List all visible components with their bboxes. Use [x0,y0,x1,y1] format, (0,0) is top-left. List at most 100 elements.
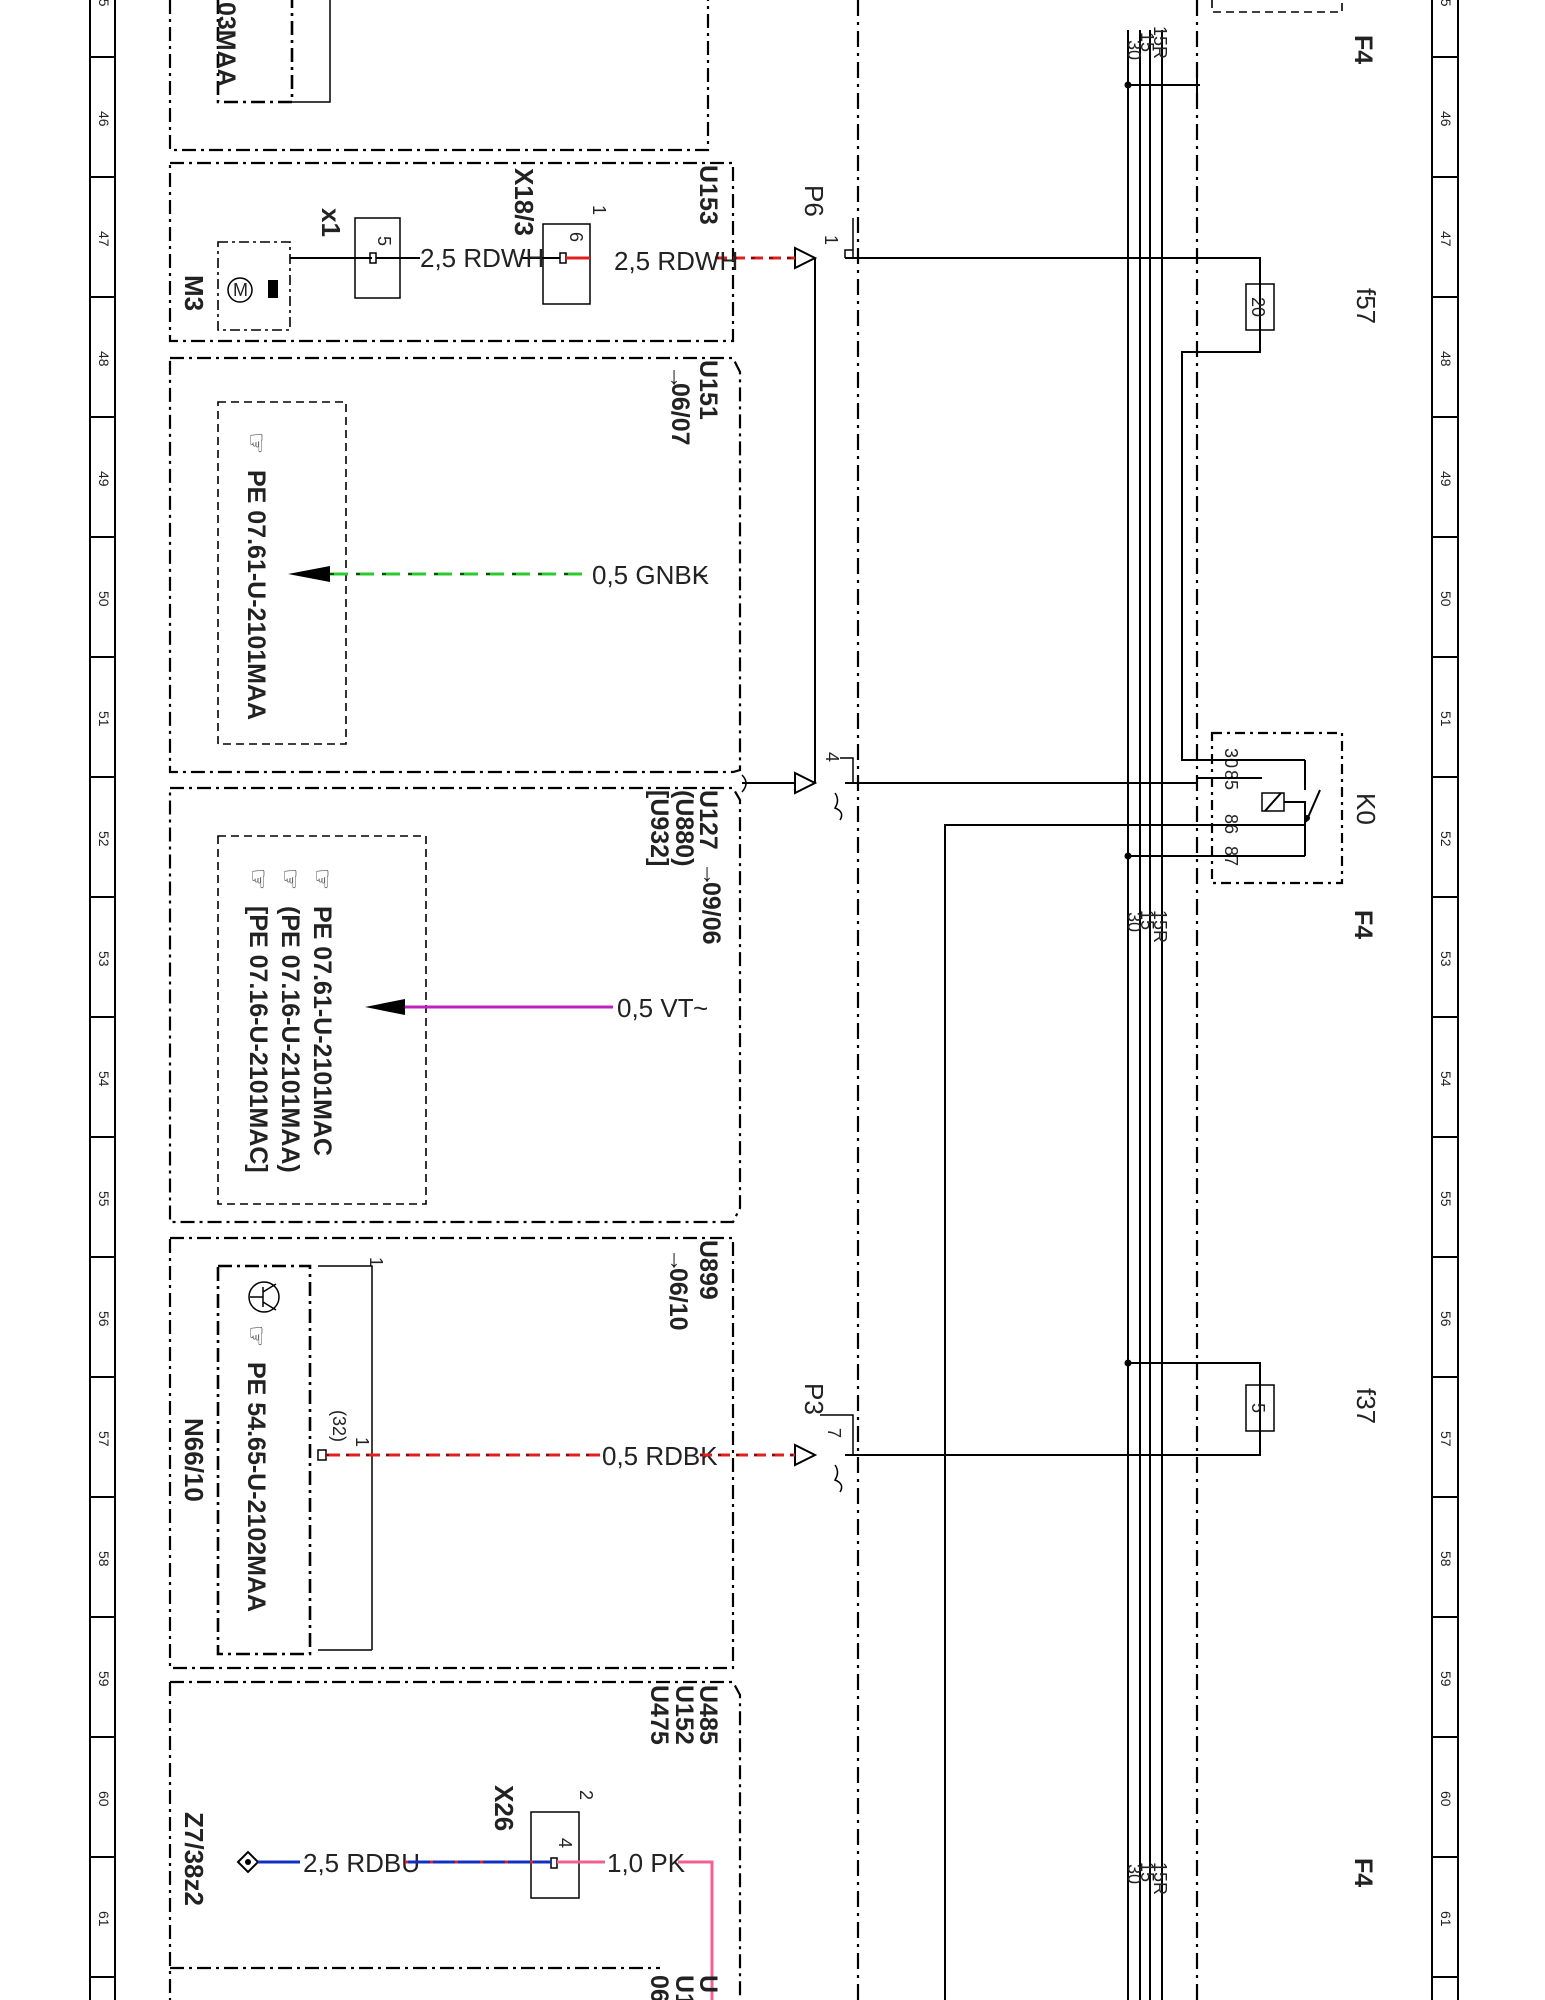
component-n66-pos: 1 [366,1257,386,1267]
module-u127-ref: 09/06 [697,882,725,945]
left-grid-strip [89,0,116,2000]
module-u899-ref: 06/10 [664,1268,692,1331]
connector-p3: P3 7 [794,1383,1197,1493]
connector-p6-label: P6 [799,185,829,217]
u127-section: U127 (U880) [U932] → 09/06 0,5 VT ~ ☞ PE… [217,790,725,1205]
grid-number: 56 [96,1311,112,1327]
connector-x18-label: X18/3 [509,168,539,236]
component-z7-label: Z7/38z2 [179,1812,209,1906]
module-u127-box [168,786,742,1224]
connector-x18-pin: 6 [566,232,586,242]
grid-number: 50 [1438,591,1454,607]
grid-number: 61 [1438,1911,1454,1927]
module-u127-alt2: [U932] [645,790,673,866]
fuse-f57-label: f57 [1351,288,1381,324]
grid-number: 58 [1438,1551,1454,1567]
wire-w4-label: 0,5 VT [617,993,694,1023]
u151-section: U151 06/07 → 0,5 GNBK ~ ☞ PE 07.61-U-210… [217,360,722,745]
bus-label-15: 15 [1137,910,1157,930]
bus-label-15r: 15R [1150,1862,1170,1895]
grid-number: 52 [96,831,112,847]
connector-x26-pos: 2 [576,1790,596,1800]
bus-label-15: 15 [1137,1862,1157,1882]
hand-pointer-icon: ☞ [308,868,336,890]
connector-p6: P6 1 4 [741,185,1197,821]
bus-label-15: 15 [1137,32,1157,52]
connector-p6-pin2: 4 [822,752,842,762]
hand-pointer-icon: ☞ [242,432,270,454]
grid-number: 56 [1438,1311,1454,1327]
open-end-icon: ~ [693,560,708,590]
fuse-f37-label: f37 [1351,1388,1381,1424]
grid-number: 46 [1438,111,1454,127]
wire-w3-label: 0,5 GNBK [592,560,710,590]
connector-x1-pin: 5 [374,236,394,246]
module-u153-box [168,161,735,343]
arrow-ref-icon: → [664,1248,692,1273]
bus-labels-bottom: 30 15 15R [1124,1862,1170,1895]
connector-p3-label: P3 [799,1383,829,1415]
module-u485-alt2: U475 [645,1685,673,1745]
ref-u151-line0: PE 07.61-U-2101MAA [242,470,270,720]
module-u485-alt1: U152 [670,1685,698,1745]
module-u127-alt1: (U880) [670,790,698,866]
grid-number: 61 [96,1911,112,1927]
bus-label-30: 30 [1124,912,1144,932]
grid-ticks: 4545464647474848494950505151525253535454… [90,0,1458,1978]
grid-number: 53 [1438,951,1454,967]
bus-label-30: 30 [1124,40,1144,60]
fuse-block-label: F4 [1349,35,1377,64]
bus-label-30: 30 [1124,1864,1144,1884]
wire-w2-label: 2,5 RDWH [614,246,738,276]
upper-right-box [1211,0,1343,13]
grid-number: 54 [1438,1071,1454,1087]
module-u151-ref: 06/07 [666,383,694,446]
connector-x26-label: X26 [489,1785,519,1831]
component-m3: M3 [179,275,209,311]
grid-number: 50 [96,591,112,607]
grid-number: 55 [1438,1191,1454,1207]
grid-number: 57 [96,1431,112,1447]
hand-pointer-icon: ☞ [242,1325,270,1347]
bottom-partial-label3: 06 [645,1975,673,2000]
module-u151-label: U151 [694,360,722,420]
u153-circuit: M M3 5 x1 6 1 X18/3 2,5 RDWH 2,5 RDWH U1… [179,165,795,331]
grid-number: 59 [1438,1671,1454,1687]
motor-icon: M [233,280,248,300]
module-u485-label: U485 [694,1685,722,1745]
grid-number: 59 [96,1671,112,1687]
wire-w5-label: 0,5 RDBK [602,1441,718,1471]
relay-pin-85: 85 [1221,770,1241,790]
grid-number: 45 [1438,0,1454,7]
grid-number: 48 [1438,351,1454,367]
bottom-partial-label2: U1 [670,1975,698,2000]
relay-86-wire [944,824,1197,2000]
grid-number: 49 [1438,471,1454,487]
fuse-f37-rating: 5 [1248,1403,1268,1413]
grid-number: 49 [96,471,112,487]
bottom-partial-module: U U1 06 [645,1975,722,2000]
fuse-f37: 5 f37 [1124,1359,1381,1456]
power-bus [1127,30,1163,2000]
grid-number: 58 [96,1551,112,1567]
right-grid-strip [1431,0,1459,2000]
bus-label-15r: 15R [1150,26,1170,59]
component-n66-label: N66/10 [179,1418,209,1502]
module-u899-label: U899 [694,1240,722,1300]
relay-pin-30: 30 [1221,748,1241,768]
connector-x1-label: x1 [316,208,346,237]
arrow-ref-icon: → [697,862,725,887]
grid-number: 60 [96,1791,112,1807]
module-u899-box [168,1236,735,1670]
bottom-partial-label1: U [694,1975,722,1993]
grid-number: 51 [1438,711,1454,727]
grid-number: 51 [96,711,112,727]
connector-x18-pos: 1 [589,205,609,215]
ref-u127-line2: [PE 07.16-U-2101MAC] [244,906,272,1173]
bus-labels-top: 30 15 15R [1124,26,1170,60]
arrow-ref-icon: → [664,365,692,390]
module-u485-box [168,1680,742,2000]
grid-number: 48 [96,351,112,367]
wire-w1-label: 2,5 RDWH [420,243,544,273]
